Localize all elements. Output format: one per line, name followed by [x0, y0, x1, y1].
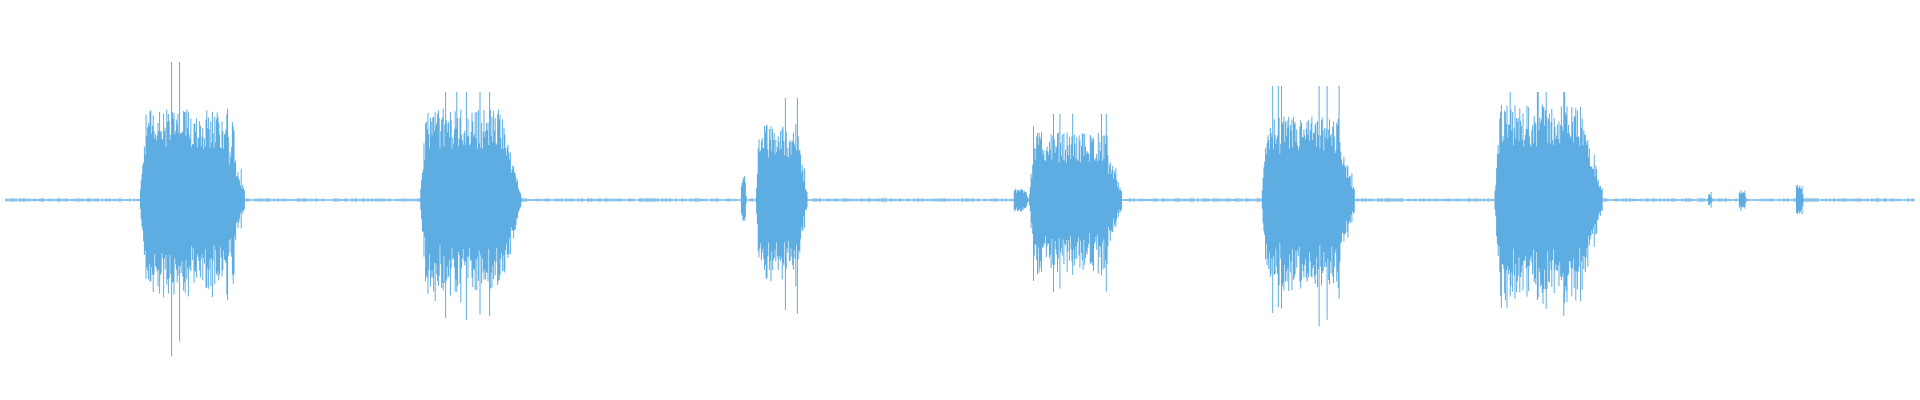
- waveform-burst-10: [1738, 190, 1747, 211]
- waveform-segments: [5, 62, 1915, 357]
- waveform-burst-3: [740, 176, 747, 221]
- waveform-burst-1: [139, 62, 245, 357]
- waveform-burst-11: [1796, 184, 1804, 215]
- waveform-burst-6: [1029, 114, 1122, 293]
- waveform-noise-floor: [5, 197, 1915, 203]
- waveform-burst-7: [1261, 86, 1355, 327]
- waveform-burst-5: [1013, 188, 1030, 212]
- waveform-burst-9: [1708, 192, 1712, 208]
- waveform-burst-4: [756, 98, 808, 314]
- waveform-burst-8: [1494, 92, 1603, 316]
- waveform-burst-2: [420, 92, 522, 320]
